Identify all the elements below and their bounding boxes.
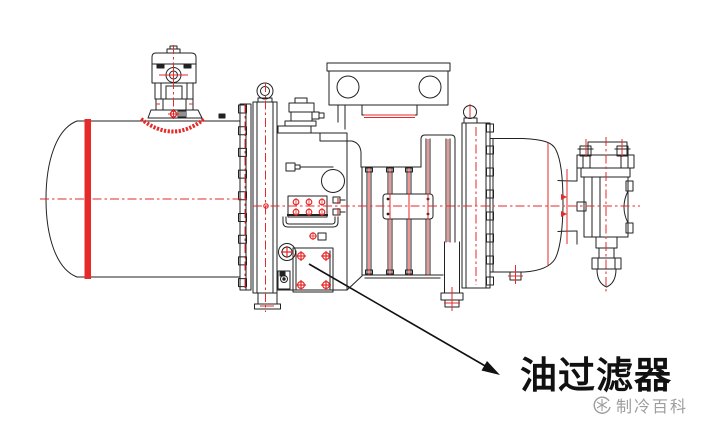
centerlines: [40, 45, 640, 312]
discharge-flange: [461, 105, 522, 289]
oil-separator-vessel: [45, 113, 241, 278]
gasket-arc: [139, 117, 206, 134]
top-plate: [326, 62, 451, 116]
separator-top-valve: [147, 45, 203, 119]
valve-neck: [557, 167, 578, 245]
watermark-text: 制冷百科: [616, 399, 689, 416]
suction-flange-slab: [252, 82, 281, 310]
red-seams: [156, 103, 623, 311]
compressor-main-block: [276, 97, 363, 291]
brand-logo-icon: [593, 396, 611, 414]
valve-crosshair: [159, 63, 188, 119]
watermark: 制冷百科: [591, 393, 688, 417]
end-cylinder: [489, 138, 564, 273]
bolt-circles: [263, 198, 339, 240]
flare-marks: [561, 194, 567, 217]
rib-seams: [368, 139, 449, 275]
oil-filter-bolts: [281, 246, 331, 290]
oil-filter-label: 油过滤器: [520, 353, 672, 397]
leader-arrow: [308, 263, 500, 375]
